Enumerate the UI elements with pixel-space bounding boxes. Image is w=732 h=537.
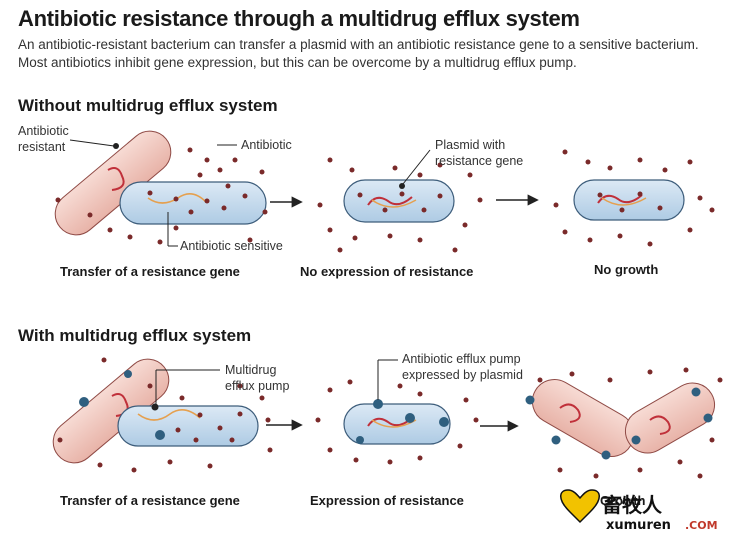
watermark-logo: 畜牧人 xumuren .COM <box>560 489 718 533</box>
label-resistant-line1: Antibiotic <box>18 124 69 138</box>
antibiotic-dots <box>315 379 479 465</box>
panel-without-efflux-2: Plasmid with resistance gene <box>317 138 523 253</box>
label-expressed-line1: Antibiotic efflux pump <box>402 352 521 366</box>
panel-without-efflux-1: Antibiotic resistant Antibiotic Antibiot… <box>18 124 292 253</box>
caption-without-3: No growth <box>594 262 658 277</box>
bacterium-expressing-pump <box>343 403 451 445</box>
figure-subtitle: An antibiotic-resistant bacterium can tr… <box>18 37 699 70</box>
watermark-suffix: .COM <box>685 519 718 532</box>
figure-title: Antibiotic resistance through a multidru… <box>18 6 580 31</box>
watermark-latin: xumuren <box>606 518 671 533</box>
heart-logo-icon <box>560 489 600 524</box>
antibiotic-dots <box>57 357 273 473</box>
caption-with-2: Expression of resistance <box>310 493 464 508</box>
section-heading-with-efflux: With multidrug efflux system <box>18 326 252 345</box>
bacterium-with-plasmid <box>343 179 455 223</box>
caption-with-1: Transfer of a resistance gene <box>60 493 240 508</box>
label-plasmid-line1: Plasmid with <box>435 138 505 152</box>
antibiotic-dots <box>537 367 723 479</box>
caption-without-1: Transfer of a resistance gene <box>60 264 240 279</box>
growing-bacterium-2 <box>624 382 716 454</box>
panel-with-efflux-3 <box>525 367 723 479</box>
label-pump-line2: efflux pump <box>225 379 289 393</box>
watermark-chinese: 畜牧人 <box>602 493 663 517</box>
efflux-pumps <box>79 370 165 440</box>
label-pump-line1: Multidrug <box>225 363 276 377</box>
sensitive-bacterium <box>117 405 259 447</box>
label-antibiotic: Antibiotic <box>241 138 292 152</box>
label-resistant-line2: resistant <box>18 140 66 154</box>
efflux-pumps <box>525 387 713 460</box>
bacterium-no-growth <box>573 179 685 221</box>
efflux-pumps <box>356 399 449 444</box>
plasmid <box>107 167 125 191</box>
label-sensitive: Antibiotic sensitive <box>180 239 283 253</box>
section-heading-without-efflux: Without multidrug efflux system <box>18 96 278 115</box>
panel-with-efflux-1: Multidrug efflux pump <box>52 357 289 473</box>
antibiotic-dots <box>55 147 268 245</box>
plasmid <box>367 196 413 206</box>
label-expressed-line2: expressed by plasmid <box>402 368 523 382</box>
panel-without-efflux-3 <box>553 149 715 247</box>
panel-with-efflux-2: Antibiotic efflux pump expressed by plas… <box>315 352 523 465</box>
sensitive-bacterium <box>119 181 267 225</box>
growing-bacterium-1 <box>531 379 635 457</box>
caption-without-2: No expression of resistance <box>300 264 473 279</box>
caption-with-3: Growth <box>600 493 646 508</box>
label-plasmid-line2: resistance gene <box>435 154 523 168</box>
antibiotic-dots <box>317 157 483 253</box>
antibiotic-dots <box>553 149 715 247</box>
